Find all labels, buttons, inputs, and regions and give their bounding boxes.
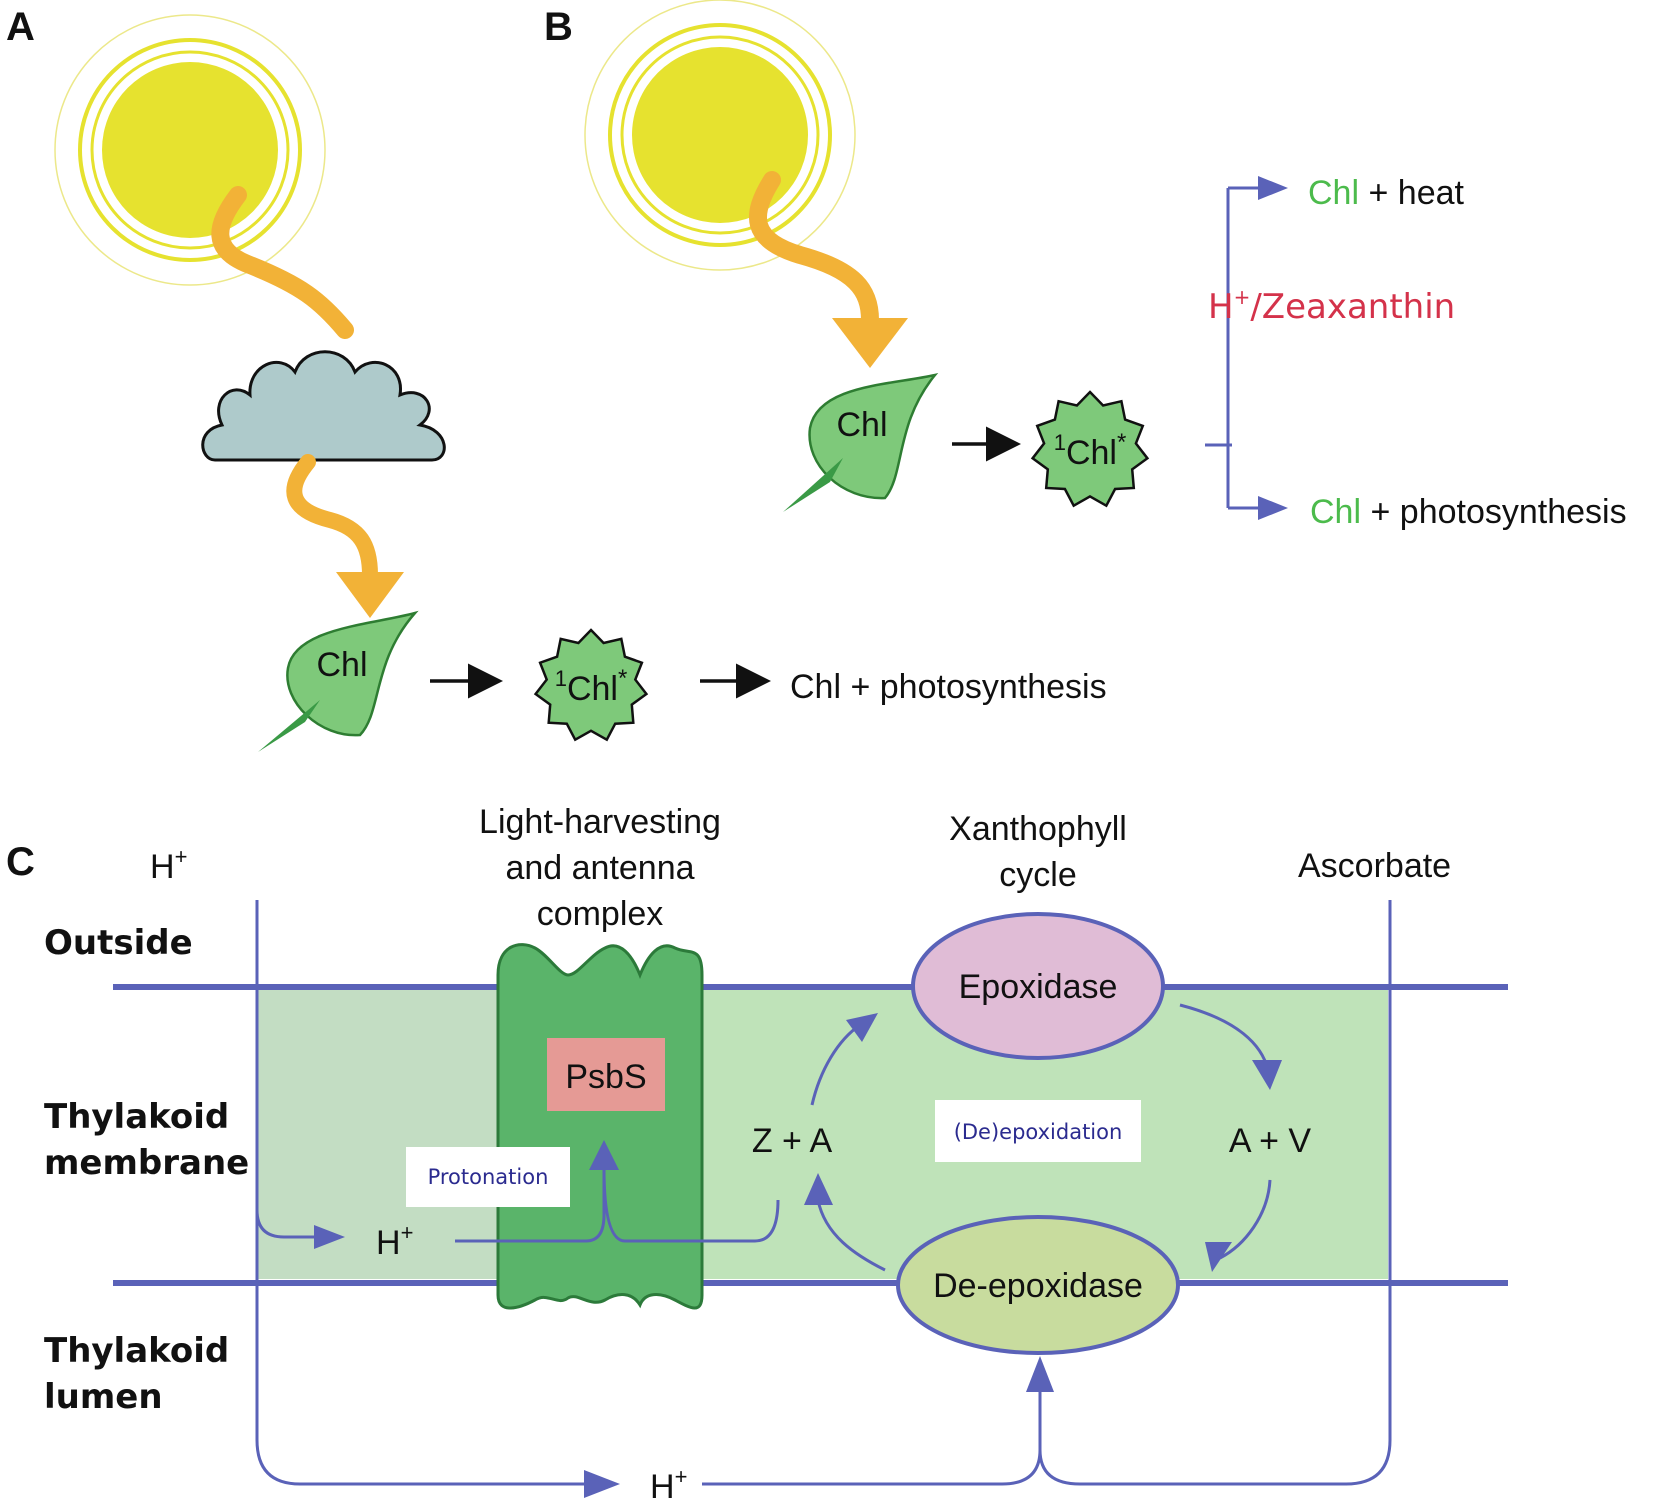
thylakoid-membrane-label-2: membrane <box>44 1143 249 1183</box>
leaf-icon-b <box>783 373 939 512</box>
panel-c-label: C <box>6 840 35 884</box>
excited-chl-a-star: * <box>618 665 627 692</box>
h-plus-bottom: H+ <box>650 1464 687 1502</box>
proton-arrow-mid <box>314 1225 345 1249</box>
excited-chl-star-b <box>1030 390 1150 508</box>
psbs-box <box>547 1038 665 1111</box>
deepoxidation-label: (De)epoxidation <box>954 1120 1123 1144</box>
outcome-heat-rest: + heat <box>1359 174 1464 212</box>
sun-ring-a <box>78 38 302 262</box>
excited-chl-star-a <box>533 628 649 742</box>
protonation-arrowhead <box>589 1140 619 1170</box>
thylakoid-membrane-label-1: Thylakoid <box>44 1097 229 1137</box>
excited-chl-a-sup: 1 <box>555 666 567 691</box>
xanthophyll-title-1: Xanthophyll <box>949 810 1127 848</box>
protonation-box <box>406 1147 570 1207</box>
deepoxidase-label: De-epoxidase <box>933 1267 1143 1305</box>
sun-ring-inner-b <box>620 35 820 235</box>
light-ray-a-arrowhead <box>336 572 404 618</box>
h-bottom-plus: + <box>675 1464 688 1489</box>
panel-a-label: A <box>6 5 35 49</box>
sun-ring-b <box>608 23 832 247</box>
outside-label: Outside <box>44 923 193 963</box>
panel-b-label: B <box>544 5 573 49</box>
za-label: Z + A <box>752 1122 833 1160</box>
light-ray-b <box>749 171 879 329</box>
h-top-plus: + <box>175 844 188 869</box>
excited-chl-b-sup: 1 <box>1054 430 1066 455</box>
outcome-photosynthesis-rest: + photosynthesis <box>1361 493 1627 531</box>
cycle-arrow-deepoxidase-to-za <box>816 1199 886 1272</box>
cycle-arrowhead-3 <box>1205 1242 1232 1272</box>
cycle-arrowhead-1 <box>846 1013 878 1042</box>
complex-title-2: and antenna <box>505 849 694 887</box>
sun-b <box>584 0 856 271</box>
psbs-label: PsbS <box>565 1058 646 1096</box>
proton-path-left <box>255 900 600 1486</box>
branch-connector-b <box>1205 186 1262 510</box>
mediator-zeaxanthin: H+/Zeaxanthin <box>1208 285 1455 327</box>
ascorbate-label: Ascorbate <box>1298 847 1451 885</box>
mediator-h: H <box>1208 287 1234 327</box>
branch-arrow-top <box>1258 176 1288 200</box>
outcome-photosynthesis: Chl + photosynthesis <box>1310 493 1627 531</box>
membrane-fill-left <box>258 987 498 1279</box>
complex-title-1: Light-harvesting <box>479 803 721 841</box>
proton-arrow-bottom <box>584 1470 620 1498</box>
excited-chl-b-star: * <box>1117 429 1126 456</box>
deepoxidase-activation-arrow <box>1026 1356 1054 1392</box>
cycle-arrowhead-2 <box>1252 1060 1282 1090</box>
proton-path-mid-branch <box>255 1209 320 1239</box>
h-plus-mid: H+ <box>376 1220 413 1262</box>
proton-path-bottom-right <box>702 1449 1042 1486</box>
light-ray-a-bottom <box>286 454 378 583</box>
cycle-arrowhead-4 <box>804 1173 833 1205</box>
excited-chl-b: 1Chl* <box>1054 429 1127 472</box>
sun-halo-outer-b <box>584 0 856 271</box>
protonation-path <box>455 1167 780 1243</box>
sun-ring-inner-a <box>90 50 290 250</box>
result-a: Chl + photosynthesis <box>790 668 1107 706</box>
deepoxidation-box <box>935 1100 1141 1162</box>
light-ray-b-arrowhead <box>832 318 908 368</box>
av-label: A + V <box>1229 1122 1312 1160</box>
thylakoid-lumen-label-2: lumen <box>44 1377 163 1417</box>
outcome-heat-chl: Chl <box>1308 174 1359 212</box>
h-plus-top: H+ <box>150 844 187 886</box>
deepoxidase-enzyme <box>896 1215 1180 1355</box>
chl-label-a: Chl <box>316 646 367 684</box>
epoxidase-label: Epoxidase <box>959 968 1118 1006</box>
mediator-rest: /Zeaxanthin <box>1250 287 1455 327</box>
h-top: H <box>150 848 175 886</box>
h-mid-plus: + <box>401 1220 414 1245</box>
complex-title-3: complex <box>537 895 664 933</box>
epoxidase-enzyme <box>911 912 1165 1060</box>
cloud-icon <box>201 350 446 462</box>
h-mid: H <box>376 1224 401 1262</box>
thylakoid-lumen-label-1: Thylakoid <box>44 1331 229 1371</box>
chl-label-b: Chl <box>836 406 887 444</box>
leaf-icon-a <box>258 610 419 752</box>
xanthophyll-title-2: cycle <box>999 856 1076 894</box>
outcome-photosynthesis-chl: Chl <box>1310 493 1361 531</box>
light-ray-a-top <box>211 186 354 339</box>
h-bottom: H <box>650 1468 675 1502</box>
excited-chl-b-text: Chl <box>1066 434 1117 472</box>
excited-chl-a: 1Chl* <box>555 665 628 708</box>
outcome-heat: Chl + heat <box>1308 174 1465 212</box>
light-harvesting-complex <box>496 943 704 1310</box>
sun-disc-b <box>632 47 808 223</box>
cycle-arrow-av-to-deepoxidase <box>1219 1179 1272 1260</box>
sun-halo-outer-a <box>54 14 326 286</box>
branch-arrow-bottom <box>1258 496 1288 520</box>
sun-a <box>54 14 326 286</box>
protonation-label: Protonation <box>428 1165 549 1189</box>
ascorbate-path <box>1038 900 1392 1486</box>
sun-disc-a <box>102 62 278 238</box>
mediator-plus: + <box>1234 285 1251 309</box>
excited-chl-a-text: Chl <box>567 670 618 708</box>
